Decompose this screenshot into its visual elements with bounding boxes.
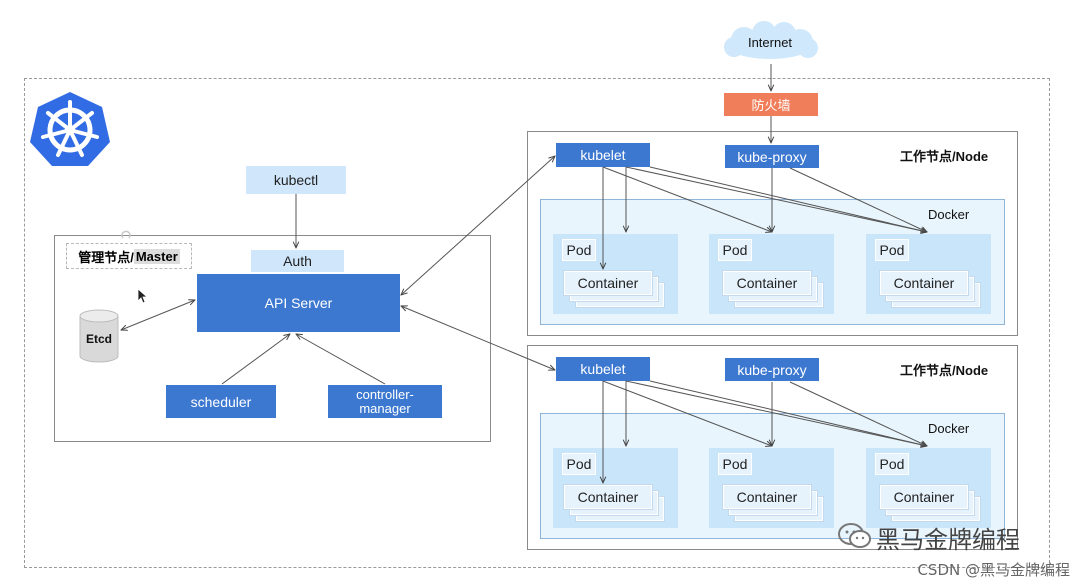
kubelet-box: kubelet <box>556 357 650 381</box>
cluster-boundary <box>24 78 1050 568</box>
master-node-title: 管理节点/Master <box>66 243 192 269</box>
api-server-box: API Server <box>197 274 400 332</box>
pod-label: Pod <box>875 453 909 475</box>
etcd-label: Etcd <box>85 332 112 346</box>
rotate-handle-icon <box>121 227 131 239</box>
docker-label: Docker <box>928 421 970 436</box>
pod-label: Pod <box>562 239 596 261</box>
container-box: Container <box>723 485 811 509</box>
wechat-icon <box>838 522 872 550</box>
worker-node-title: 工作节点/Node <box>900 149 989 164</box>
controller-manager-label-line2: manager <box>359 400 411 416</box>
container-box: Container <box>564 271 652 295</box>
container-box: Container <box>880 485 968 509</box>
controller-manager-box: controller- manager <box>328 385 442 418</box>
wechat-watermark: 黑马金牌编程 <box>876 526 1020 554</box>
internet-cloud-icon: Internet <box>718 20 822 64</box>
firewall-box: 防火墙 <box>724 93 818 116</box>
pod-label: Pod <box>718 239 752 261</box>
docker-label: Docker <box>928 207 970 222</box>
auth-box: Auth <box>251 250 344 272</box>
pod-label: Pod <box>875 239 909 261</box>
kubelet-box: kubelet <box>556 143 650 167</box>
worker-node-title: 工作节点/Node <box>900 363 989 378</box>
kube-proxy-box: kube-proxy <box>725 145 819 168</box>
csdn-watermark: CSDN @黑马金牌编程 <box>917 561 1070 579</box>
internet-label: Internet <box>747 34 793 50</box>
master-title-prefix: 管理节点/ <box>78 249 134 265</box>
etcd-database-icon: Etcd <box>78 308 120 364</box>
container-box: Container <box>564 485 652 509</box>
master-title-highlight: Master <box>133 248 180 264</box>
container-box: Container <box>723 271 811 295</box>
scheduler-box: scheduler <box>166 385 276 418</box>
controller-manager-label-line1: controller- <box>356 386 414 402</box>
kubernetes-logo-icon <box>28 90 112 168</box>
pod-label: Pod <box>562 453 596 475</box>
container-box: Container <box>880 271 968 295</box>
kubectl-box: kubectl <box>246 166 346 194</box>
kube-proxy-box: kube-proxy <box>725 358 819 381</box>
pod-label: Pod <box>718 453 752 475</box>
